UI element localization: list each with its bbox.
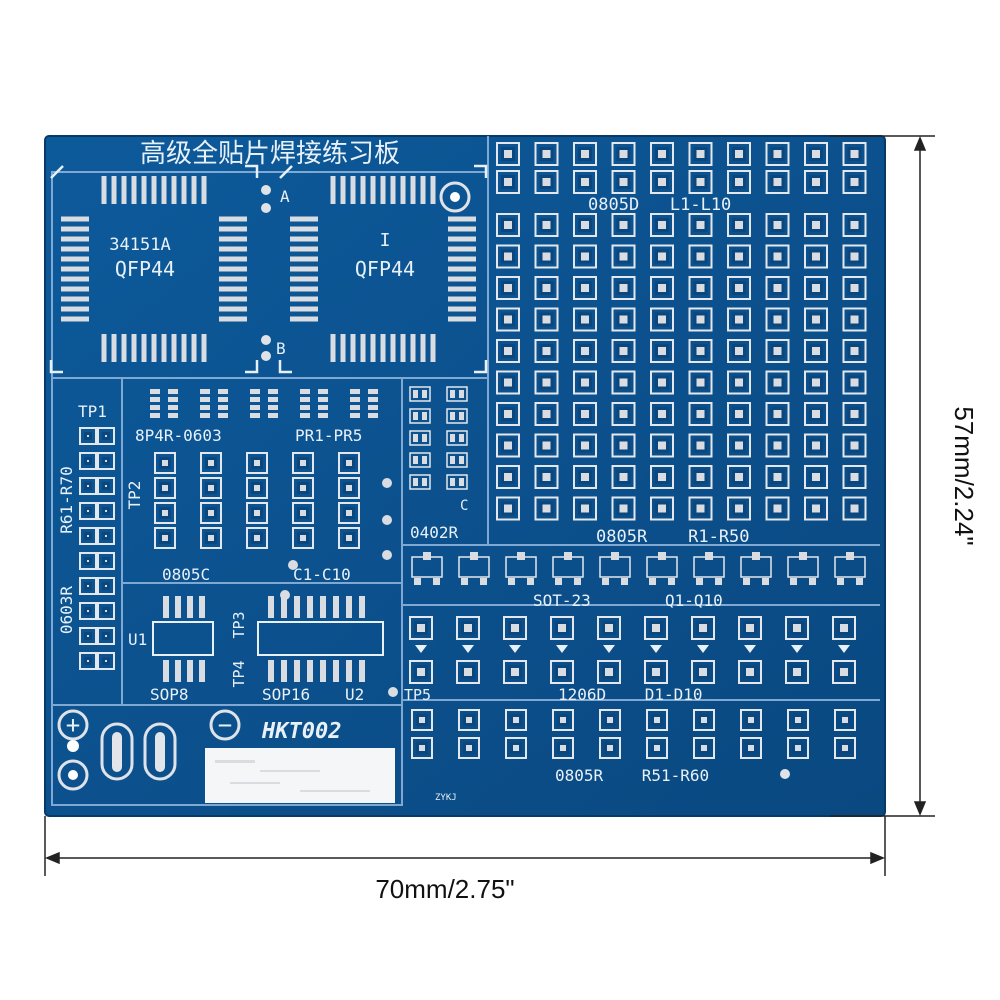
qfp44-footprint-right: [278, 164, 488, 374]
network-part-label: 8P4R-0603: [135, 426, 222, 445]
width-dimension: [44, 816, 886, 876]
tp2-label: TP2: [125, 481, 144, 510]
battery-pad-1: [100, 722, 134, 781]
pad-grid-0402: [409, 386, 468, 490]
sot23-footprints: [411, 552, 866, 585]
sot-part-label: SOT-23: [533, 591, 591, 610]
qfp-left-part-label: 34151A: [109, 235, 170, 255]
resistors-bottom-label: 0805R R51-R60: [555, 766, 709, 785]
mounting-hole-top: [439, 181, 471, 213]
pad-column-0603: [79, 427, 115, 670]
resistor-network-footprints: [150, 389, 378, 418]
r61-r70-label: R61-R70: [57, 466, 76, 533]
caps-part-label: 0805C: [162, 565, 210, 584]
diodes-label: 1206D D1-D10: [558, 685, 703, 704]
board-title: 高级全贴片焊接练习板: [140, 139, 400, 169]
mark-a: A: [280, 187, 290, 206]
qfp-left-label: QFP44: [115, 257, 175, 281]
sop-footprints: [152, 590, 398, 697]
tp3-label: TP3: [230, 611, 248, 638]
mark-b: B: [276, 339, 286, 358]
mounting-hole-bottom: [57, 759, 89, 791]
minus-terminal-ring: [209, 709, 241, 741]
capacitor-pads-0805c: [154, 452, 392, 570]
diode-pads-1206: [409, 616, 856, 684]
plus-terminal-ring: [57, 709, 89, 741]
tp5-label: TP5: [404, 686, 431, 704]
qfp44-footprint-left: [49, 164, 259, 374]
plus-label: +: [66, 711, 80, 739]
model-label: HKT002: [261, 719, 341, 744]
minus-label: −: [218, 711, 232, 739]
battery-pad-2: [143, 722, 177, 781]
c-mark: C: [460, 498, 468, 514]
qfp-right-label: QFP44: [355, 257, 415, 281]
resistor-pads-r51-r60: [411, 709, 856, 759]
height-dimension-label: 57mm/2.24": [949, 406, 979, 545]
small-r-label: 0402R: [410, 523, 459, 542]
silkscreen-outlines: [51, 136, 880, 806]
white-label-area: [205, 748, 395, 803]
tp4-label: TP4: [230, 660, 248, 687]
inductors-label: 0805D L1-L10: [588, 195, 731, 215]
pcb-board: [44, 135, 886, 817]
network-ref-label: PR1-PR5: [295, 426, 362, 445]
caps-ref-label: C1-C10: [293, 565, 351, 584]
sop16-label: SOP16: [262, 685, 310, 704]
u1-label: U1: [128, 630, 147, 649]
u2-label: U2: [345, 685, 364, 704]
height-dimension: [830, 135, 935, 817]
resistors-main-label: 0805R R1-R50: [596, 527, 750, 547]
maker-mark: ZYKJ: [435, 793, 457, 803]
sop8-label: SOP8: [150, 685, 189, 704]
qfp-right-pin-label: I: [380, 230, 391, 251]
r0603-label: 0603R: [57, 586, 76, 635]
width-dimension-label: 70mm/2.75": [375, 874, 514, 904]
pad-grid-0805: [496, 142, 867, 521]
tp1-label: TP1: [78, 402, 107, 421]
sot-ref-label: Q1-Q10: [665, 591, 723, 610]
